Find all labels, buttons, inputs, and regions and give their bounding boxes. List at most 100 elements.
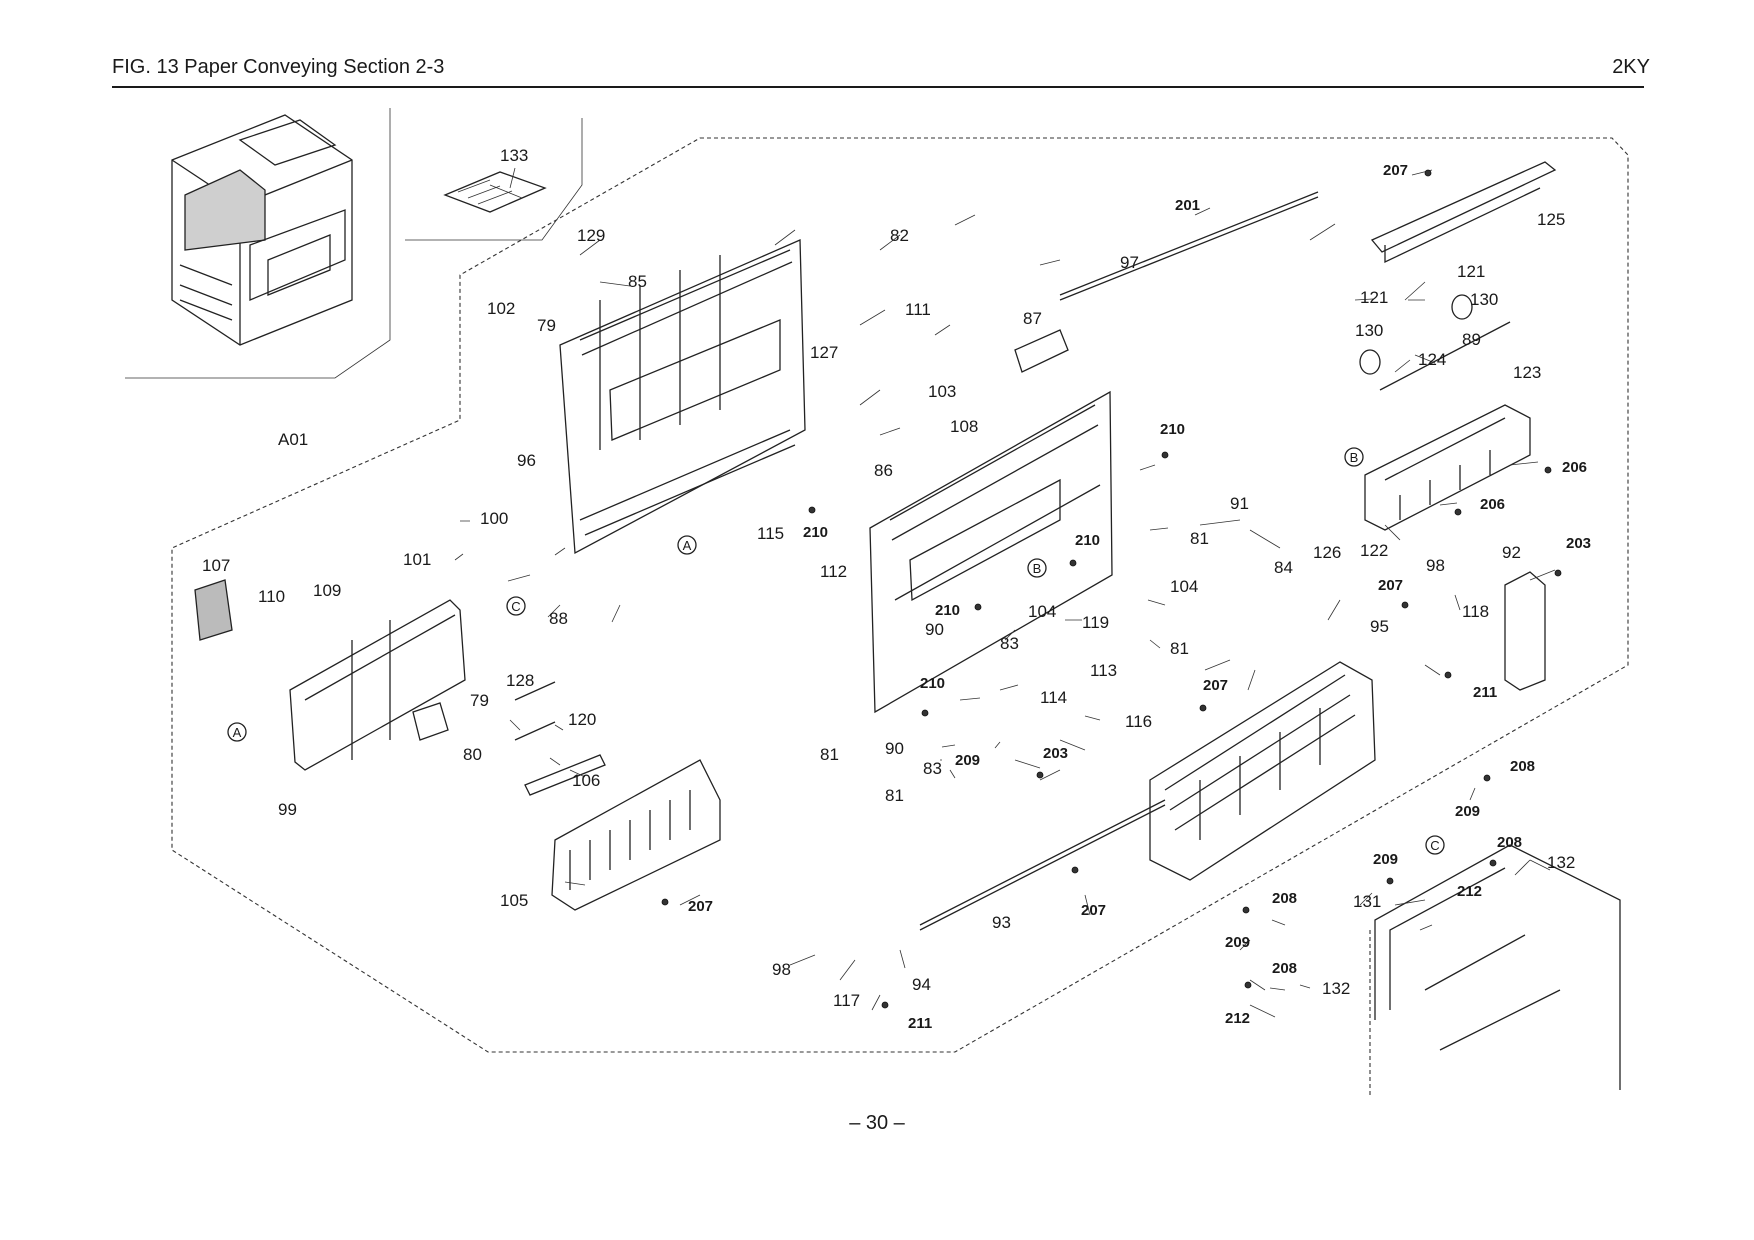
callout-92: 92	[1502, 543, 1521, 562]
callout-89: 89	[1462, 330, 1481, 349]
marker-c: C	[511, 599, 520, 614]
callout-210: 210	[803, 524, 828, 541]
callout-104: 104	[1170, 577, 1198, 596]
callout-98: 98	[1426, 556, 1445, 575]
callout-79: 79	[537, 316, 556, 335]
callout-104: 104	[1028, 602, 1056, 621]
callout-201: 201	[1175, 197, 1200, 214]
callout-132: 132	[1547, 853, 1575, 872]
callout-81: 81	[885, 786, 904, 805]
callout-85: 85	[628, 272, 647, 291]
callout-210: 210	[1075, 532, 1100, 549]
callout-209: 209	[1225, 934, 1250, 951]
side-cover-assembly	[194, 579, 606, 796]
callout-100: 100	[480, 509, 508, 528]
callout-210: 210	[920, 675, 945, 692]
callout-labels: 133 129 82 85 102 79 127 111 103 108 96 …	[202, 146, 1591, 1032]
conveying-frame	[1149, 661, 1376, 881]
callout-83: 83	[1000, 634, 1019, 653]
callout-97: 97	[1120, 253, 1139, 272]
callout-112: 112	[820, 562, 847, 581]
callout-103: 103	[928, 382, 956, 401]
callout-127: 127	[810, 343, 838, 362]
callout-80: 80	[463, 745, 482, 764]
callout-208: 208	[1272, 890, 1297, 907]
callout-206: 206	[1480, 496, 1505, 513]
callout-83: 83	[923, 759, 942, 778]
lower-right-frame	[1369, 844, 1621, 1095]
callout-113: 113	[1090, 661, 1117, 680]
callout-212: 212	[1457, 883, 1482, 900]
callout-95: 95	[1370, 617, 1389, 636]
callout-94: 94	[912, 975, 931, 994]
callout-110: 110	[258, 587, 285, 606]
callout-96: 96	[517, 451, 536, 470]
callout-81: 81	[820, 745, 839, 764]
callout-82: 82	[890, 226, 909, 245]
assembly-outline	[171, 137, 1629, 1053]
callout-93: 93	[992, 913, 1011, 932]
marker-a: A	[683, 538, 692, 553]
callout-121: 121	[1360, 288, 1388, 307]
callout-117: 117	[833, 991, 860, 1010]
bracket-92	[1504, 571, 1546, 691]
callout-121: 121	[1457, 262, 1485, 281]
shaft-93	[919, 799, 1166, 931]
model-code: 2KY	[1612, 56, 1650, 78]
callout-208: 208	[1272, 960, 1297, 977]
callout-90: 90	[885, 739, 904, 758]
copier-inset	[125, 108, 583, 379]
callout-130: 130	[1470, 290, 1498, 309]
callout-79: 79	[470, 691, 489, 710]
callout-88: 88	[549, 609, 568, 628]
circle-markers: A B B C A C	[227, 447, 1445, 855]
callout-90: 90	[925, 620, 944, 639]
callout-209: 209	[955, 752, 980, 769]
callout-124: 124	[1418, 350, 1446, 369]
callout-107: 107	[202, 556, 230, 575]
callout-81: 81	[1170, 639, 1189, 658]
callout-123: 123	[1513, 363, 1541, 382]
leader-lines	[454, 167, 1556, 1018]
callout-212: 212	[1225, 1010, 1250, 1027]
callout-106: 106	[572, 771, 600, 790]
callout-91: 91	[1230, 494, 1249, 513]
label-sheet	[443, 171, 547, 213]
frame-96	[559, 239, 806, 555]
callout-98: 98	[772, 960, 791, 979]
assembly-label: A01	[278, 430, 308, 449]
callout-87: 87	[1023, 309, 1042, 328]
callout-203: 203	[1566, 535, 1591, 552]
frame-112	[869, 390, 1113, 714]
callout-207: 207	[688, 898, 713, 915]
callout-119: 119	[1082, 613, 1109, 632]
callout-208: 208	[1510, 758, 1535, 775]
callout-211: 211	[908, 1015, 932, 1032]
callout-111: 111	[905, 300, 931, 319]
marker-b: B	[1033, 561, 1042, 576]
callout-130: 130	[1355, 321, 1383, 340]
callout-101: 101	[403, 550, 431, 569]
callout-209: 209	[1455, 803, 1480, 820]
callout-209: 209	[1373, 851, 1398, 868]
callout-109: 109	[313, 581, 341, 600]
callout-208: 208	[1497, 834, 1522, 851]
callout-131: 131	[1353, 892, 1381, 911]
callout-105: 105	[500, 891, 528, 910]
callout-129: 129	[577, 226, 605, 245]
callout-211: 211	[1473, 684, 1497, 701]
header-rule	[112, 86, 1644, 88]
callout-102: 102	[487, 299, 515, 318]
paper-guide-105	[551, 759, 721, 911]
page-number: – 30 –	[849, 1112, 905, 1134]
callout-210: 210	[935, 602, 960, 619]
bracket-122	[1359, 294, 1531, 531]
callout-207: 207	[1081, 902, 1106, 919]
screw-markers	[661, 169, 1562, 1009]
callout-120: 120	[568, 710, 596, 729]
callout-86: 86	[874, 461, 893, 480]
callout-207: 207	[1378, 577, 1403, 594]
figure-title: FIG. 13 Paper Conveying Section 2-3	[112, 56, 445, 78]
callout-203: 203	[1043, 745, 1068, 762]
callout-118: 118	[1462, 602, 1489, 621]
